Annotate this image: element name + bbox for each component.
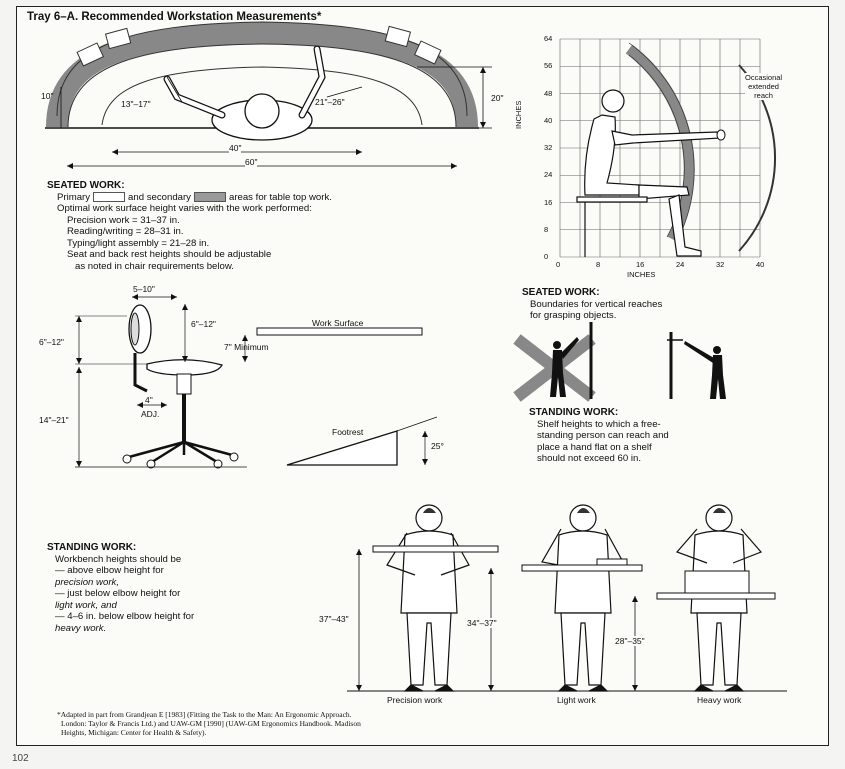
caption-precision: Precision work	[387, 695, 443, 705]
reach-x-tick: 8	[596, 260, 601, 269]
height-light: 34"–37"	[467, 618, 497, 628]
workbench-figures	[347, 504, 787, 692]
reach-y-tick: 48	[544, 88, 553, 98]
reach-y-tick: 56	[544, 61, 553, 71]
reach-y-tick: 16	[544, 197, 553, 207]
dim-40in: 40"	[229, 143, 242, 153]
document-sheet: Tray 6–A. Recommended Workstation Measur…	[16, 6, 829, 746]
standing-bench-text: STANDING WORK: Workbench heights should …	[47, 542, 195, 634]
dim-6-12in-backrest: 6"–12"	[39, 337, 64, 347]
secondary-area-swatch	[193, 191, 226, 202]
adj-label: ADJ.	[141, 409, 160, 419]
footrest-label: Footrest	[332, 427, 364, 437]
reach-x-tick: 0	[556, 260, 561, 269]
reach-x-tick: 32	[716, 260, 725, 269]
seated-reach-text: SEATED WORK: Boundaries for vertical rea…	[522, 287, 663, 321]
dim-4in: 4"	[145, 395, 153, 405]
work-surface-label: Work Surface	[312, 318, 364, 328]
dim-13-17in: 13"–17"	[121, 99, 151, 109]
primary-area-swatch	[93, 191, 126, 202]
dim-25deg: 25°	[431, 441, 444, 451]
caption-heavy: Heavy work	[697, 695, 742, 705]
page-title: Tray 6–A. Recommended Workstation Measur…	[27, 11, 322, 23]
dim-60in: 60"	[245, 157, 258, 167]
reach-y-tick: 64	[544, 34, 553, 43]
height-precision: 37"–43"	[319, 614, 349, 624]
reach-chart	[559, 38, 776, 258]
caption-light: Light work	[557, 695, 596, 705]
worker-precision	[400, 504, 458, 692]
dim-14-21in: 14"–21"	[39, 415, 69, 425]
reach-y-tick: 0	[544, 252, 549, 261]
reach-xlabel: INCHES	[627, 270, 656, 279]
reach-y-tick: 24	[544, 170, 553, 180]
dim-5-10in: 5–10"	[133, 284, 155, 294]
seated-work-heading: SEATED WORK:	[47, 180, 125, 191]
reach-y-tick: 32	[544, 143, 553, 152]
reach-y-tick: 8	[544, 224, 549, 234]
worker-light	[554, 504, 612, 692]
reach-x-tick: 16	[636, 260, 645, 269]
reach-y-tick: 40	[544, 115, 553, 125]
page-number: 102	[12, 753, 29, 764]
top-view-diagram	[45, 21, 492, 169]
height-heavy: 28"–35"	[615, 636, 645, 646]
reach-x-tick: 40	[756, 260, 765, 269]
shelf-reach-figures	[513, 322, 726, 402]
standing-shelf-text: STANDING WORK: Shelf heights to which a …	[529, 407, 669, 464]
reach-x-tick: 24	[676, 260, 685, 269]
dim-6-12in-upper: 6"–12"	[191, 319, 216, 329]
dim-20in: 20"	[491, 93, 504, 103]
dim-21-26in: 21"–26"	[315, 97, 345, 107]
reach-grid	[559, 38, 761, 258]
dim-10in: 10"	[41, 91, 54, 101]
chair-diagram	[75, 294, 438, 469]
dim-7in-minimum: 7" Minimum	[224, 342, 269, 352]
footnote: *Adapted in part from Grandjean E [1983]…	[57, 710, 361, 737]
